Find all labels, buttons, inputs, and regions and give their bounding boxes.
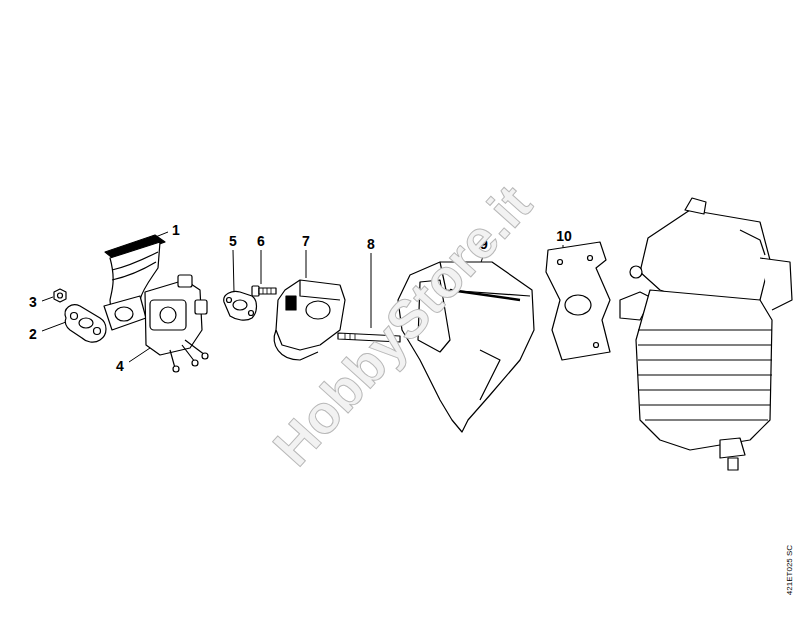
drawing-code: 421ET025 SC xyxy=(786,545,794,595)
callout-number: 10 xyxy=(556,229,572,243)
cylinder-gasket xyxy=(546,242,610,360)
callout-number: 7 xyxy=(302,234,310,248)
callout-number: 4 xyxy=(116,359,124,373)
callout-number: 1 xyxy=(172,223,180,237)
callout-number: 8 xyxy=(367,237,375,251)
nut xyxy=(54,289,66,302)
gasket xyxy=(65,305,106,342)
screw xyxy=(252,286,276,296)
callout-number: 6 xyxy=(257,234,265,248)
intake-block xyxy=(274,280,345,360)
callout-number: 3 xyxy=(29,295,37,309)
watermark: HobbyStore.it xyxy=(263,175,540,474)
engine xyxy=(620,198,792,470)
callout-number: 2 xyxy=(29,327,37,341)
callout-number: 5 xyxy=(229,234,237,248)
carburettor xyxy=(145,275,208,372)
